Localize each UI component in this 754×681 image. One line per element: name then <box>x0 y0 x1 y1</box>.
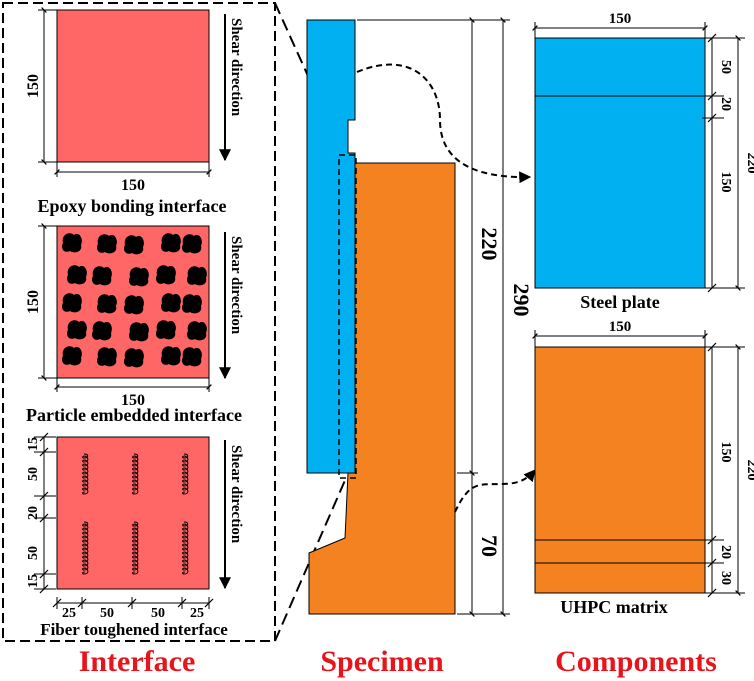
fiber-dim-h-2: 50 <box>100 606 114 621</box>
particle-dim-height: 150 <box>25 290 42 314</box>
particle-blob <box>61 233 82 253</box>
steel-dim-50: 50 <box>718 60 733 74</box>
steel-dim-20: 20 <box>718 97 733 111</box>
fiber-coil <box>182 521 189 575</box>
fiber-dim-v-4: 50 <box>26 546 41 560</box>
particle-blob <box>160 293 181 313</box>
epoxy-dim-width: 150 <box>121 177 145 194</box>
heading-interface: Interface <box>79 645 196 678</box>
steel-plate-body <box>534 37 706 289</box>
fiber-coil <box>82 453 89 495</box>
shear-direction-label: Shear direction <box>228 18 244 117</box>
particle-blob <box>186 321 207 341</box>
particle-blob <box>61 293 82 313</box>
specimen-dim-290: 290 <box>509 284 534 317</box>
heading-specimen: Specimen <box>320 645 444 678</box>
fiber-coil <box>132 521 139 575</box>
particle-blob <box>160 233 181 253</box>
epoxy-caption: Epoxy bonding interface <box>37 196 226 216</box>
fiber-coil <box>82 521 89 575</box>
particle-blob <box>123 348 144 368</box>
epoxy-interface-square <box>56 9 210 163</box>
epoxy-panel: 150 150 Shear direction Epoxy bonding in… <box>25 7 244 216</box>
particle-blob <box>155 265 176 285</box>
particle-blob <box>181 294 202 314</box>
uhpc-matrix-body <box>534 346 706 594</box>
component-steel-plate: 150 50 20 150 220 Steel plate <box>532 11 754 312</box>
uhpc-matrix-label: UHPC matrix <box>560 597 667 617</box>
fiber-dim-h-3: 50 <box>151 606 165 621</box>
specimen-dim-70: 70 <box>477 535 502 557</box>
particle-blob <box>128 322 149 342</box>
particle-dim-width: 150 <box>121 392 145 409</box>
particle-blob <box>66 265 87 285</box>
particle-blob <box>96 347 117 367</box>
particle-blob <box>96 234 117 254</box>
interface-panel-frame <box>2 2 276 642</box>
particle-blob <box>91 266 112 286</box>
particle-caption: Particle embedded interface <box>26 405 242 425</box>
specimen-steel-plate <box>306 19 356 474</box>
steel-plate-label: Steel plate <box>580 292 659 312</box>
heading-components: Components <box>555 645 717 678</box>
particle-blob <box>91 321 112 341</box>
particle-blob <box>155 320 176 340</box>
shear-direction-label: Shear direction <box>228 236 244 335</box>
fiber-dim-h-1: 25 <box>62 606 76 621</box>
arrow-to-steel-plate <box>356 63 532 184</box>
specimen-dim-220: 220 <box>477 228 502 261</box>
particle-blob <box>181 234 202 254</box>
steel-dim-150: 150 <box>718 172 733 193</box>
uhpc-dim-total: 220 <box>744 460 754 481</box>
particle-panel: 150 150 Shear direction Particle embedde… <box>25 223 244 425</box>
fiber-dim-v-1: 15 <box>26 437 41 451</box>
fiber-dim-v-2: 50 <box>26 467 41 481</box>
particle-blob <box>61 346 82 366</box>
fiber-coil <box>182 453 189 495</box>
particle-blob <box>128 267 149 287</box>
fiber-dim-v-3: 20 <box>26 506 41 520</box>
zoom-line-top <box>274 2 347 161</box>
fiber-coil <box>132 453 139 495</box>
uhpc-dim-150: 150 <box>718 442 733 463</box>
component-uhpc-matrix: 150 150 20 30 220 UHPC matrix <box>532 319 754 617</box>
fiber-dim-h-4: 25 <box>190 606 204 621</box>
uhpc-dim-30: 30 <box>718 571 733 585</box>
particle-blob <box>66 320 87 340</box>
particle-blob <box>96 294 117 314</box>
specimen-uhpc-block <box>308 162 456 615</box>
arrow-to-uhpc-matrix <box>454 469 536 513</box>
embedded-particles <box>61 233 207 368</box>
particle-blob <box>123 295 144 315</box>
fiber-dim-v-5: 15 <box>26 574 41 588</box>
epoxy-dim-height: 150 <box>25 74 42 98</box>
toughening-fibers <box>82 453 189 575</box>
particle-blob <box>181 347 202 367</box>
shear-direction-label: Shear direction <box>228 445 244 544</box>
particle-blob <box>123 235 144 255</box>
zoom-line-bottom <box>274 477 347 642</box>
particle-blob <box>160 346 181 366</box>
uhpc-dim-width: 150 <box>609 319 632 335</box>
fiber-panel: 15 50 20 50 15 25 50 50 25 Shear directi… <box>26 432 244 639</box>
particle-blob <box>186 266 207 286</box>
steel-plate-dim-width: 150 <box>609 11 632 27</box>
steel-dim-total: 220 <box>744 153 754 174</box>
fiber-caption: Fiber toughened interface <box>40 620 228 639</box>
uhpc-dim-20: 20 <box>718 545 733 559</box>
